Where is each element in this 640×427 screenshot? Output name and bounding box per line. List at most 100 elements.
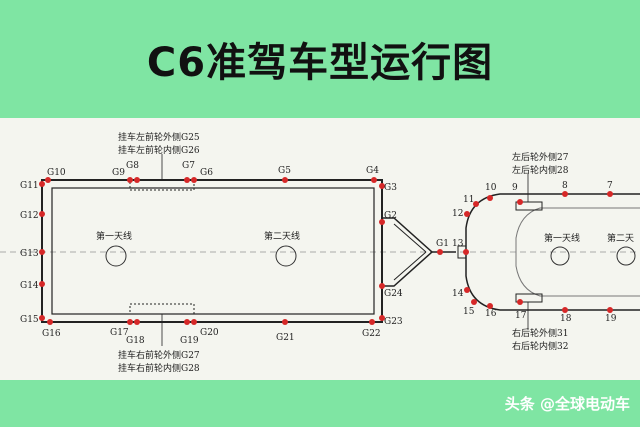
point-7 (607, 191, 613, 197)
annotation-g25: 挂车左前轮外侧G25 (118, 131, 200, 143)
car-inner (515, 207, 640, 297)
car-antenna2-circle (616, 246, 636, 266)
antenna1-circle (105, 245, 127, 267)
point-g2 (379, 219, 385, 225)
annotation-g27: 挂车右前轮外侧G27 (118, 349, 200, 361)
point-g9 (127, 177, 133, 183)
label-12: 12 (452, 209, 463, 219)
point-g24 (379, 283, 385, 289)
point-g6 (191, 177, 197, 183)
point-g11 (39, 181, 45, 187)
label-g16: G16 (42, 329, 61, 339)
car-wheel-bottom (515, 293, 543, 303)
antenna2-label: 第二天线 (264, 230, 300, 242)
label-10: 10 (485, 183, 497, 193)
label-g20: G20 (200, 328, 219, 338)
label-g23: G23 (384, 317, 403, 327)
annotation-27: 左后轮外侧27 (512, 151, 569, 163)
point-19 (607, 307, 613, 313)
point-11 (473, 201, 479, 207)
point-g20 (191, 319, 197, 325)
point-12 (464, 211, 470, 217)
label-g9: G9 (112, 168, 125, 178)
car-points (463, 191, 613, 313)
label-16: 16 (485, 309, 497, 319)
car-point-labels: 7 8 9 10 11 12 13 14 15 16 17 18 19 (452, 181, 617, 324)
annotation-g26: 挂车左前轮内侧G26 (118, 144, 200, 156)
annotation-31: 右后轮外侧31 (512, 327, 568, 339)
label-g6: G6 (200, 168, 213, 178)
label-13: 13 (452, 239, 464, 249)
label-g3: G3 (384, 183, 397, 193)
point-g8 (134, 177, 140, 183)
label-18: 18 (560, 314, 572, 324)
point-14 (464, 287, 470, 293)
point-g21 (282, 319, 288, 325)
label-g7: G7 (182, 161, 195, 171)
diagram-panel: 第一天线 第二天线 第一天线 第二天 挂车左前轮外侧G25 挂车左前轮内侧G26… (0, 118, 640, 380)
label-g2: G2 (384, 211, 397, 221)
label-g4: G4 (366, 166, 379, 176)
point-g3 (379, 183, 385, 189)
page-title: C6准驾车型运行图 (146, 40, 494, 86)
point-18 (562, 307, 568, 313)
annotation-28: 左后轮内侧28 (512, 164, 569, 176)
car-antenna2-label: 第二天 (607, 232, 634, 244)
label-15: 15 (463, 307, 475, 317)
title-banner (0, 0, 640, 118)
annotation-g28: 挂车右前轮内侧G28 (118, 362, 200, 374)
trailer-outer (41, 179, 383, 323)
operation-diagram: 第一天线 第二天线 第一天线 第二天 挂车左前轮外侧G25 挂车左前轮内侧G26… (0, 131, 640, 374)
point-g15 (39, 315, 45, 321)
point-g10 (45, 177, 51, 183)
point-g18 (134, 319, 140, 325)
label-g11: G11 (20, 181, 39, 191)
label-g17: G17 (110, 328, 129, 338)
label-g8: G8 (126, 161, 139, 171)
trailer-points (39, 177, 443, 325)
label-g22: G22 (362, 329, 381, 339)
label-11: 11 (463, 195, 474, 205)
point-13 (463, 249, 469, 255)
label-g5: G5 (278, 166, 291, 176)
tow-bar-inner-b (393, 251, 427, 281)
label-g18: G18 (126, 336, 145, 346)
tow-bar-inner-a (393, 223, 427, 253)
point-8 (562, 191, 568, 197)
point-g13 (39, 249, 45, 255)
point-9 (517, 199, 523, 205)
trailer-wheel-bottom (129, 303, 195, 315)
point-17 (517, 299, 523, 305)
annotation-32: 右后轮内侧32 (512, 340, 568, 352)
antenna2-circle (275, 245, 297, 267)
car-antenna1-circle (550, 246, 570, 266)
label-g1: G1 (436, 239, 449, 249)
point-g17 (127, 319, 133, 325)
point-g4 (371, 177, 377, 183)
trailer-inner (51, 187, 375, 315)
label-g24: G24 (384, 289, 403, 299)
label-7: 7 (607, 181, 613, 191)
point-g1 (437, 249, 443, 255)
car-antenna1-label: 第一天线 (544, 232, 580, 244)
label-g10: G10 (47, 168, 66, 178)
label-19: 19 (605, 314, 617, 324)
label-g14: G14 (20, 281, 39, 291)
point-g16 (47, 319, 53, 325)
point-g22 (369, 319, 375, 325)
label-9: 9 (512, 183, 518, 193)
point-10 (487, 195, 493, 201)
label-8: 8 (562, 181, 568, 191)
point-g12 (39, 211, 45, 217)
label-g19: G19 (180, 336, 199, 346)
point-15 (471, 299, 477, 305)
point-g23 (379, 315, 385, 321)
point-g5 (282, 177, 288, 183)
point-g14 (39, 281, 45, 287)
label-g15: G15 (20, 315, 39, 325)
label-g21: G21 (276, 333, 295, 343)
point-g19 (184, 319, 190, 325)
point-16 (487, 303, 493, 309)
antenna1-label: 第一天线 (96, 230, 132, 242)
label-14: 14 (452, 289, 464, 299)
